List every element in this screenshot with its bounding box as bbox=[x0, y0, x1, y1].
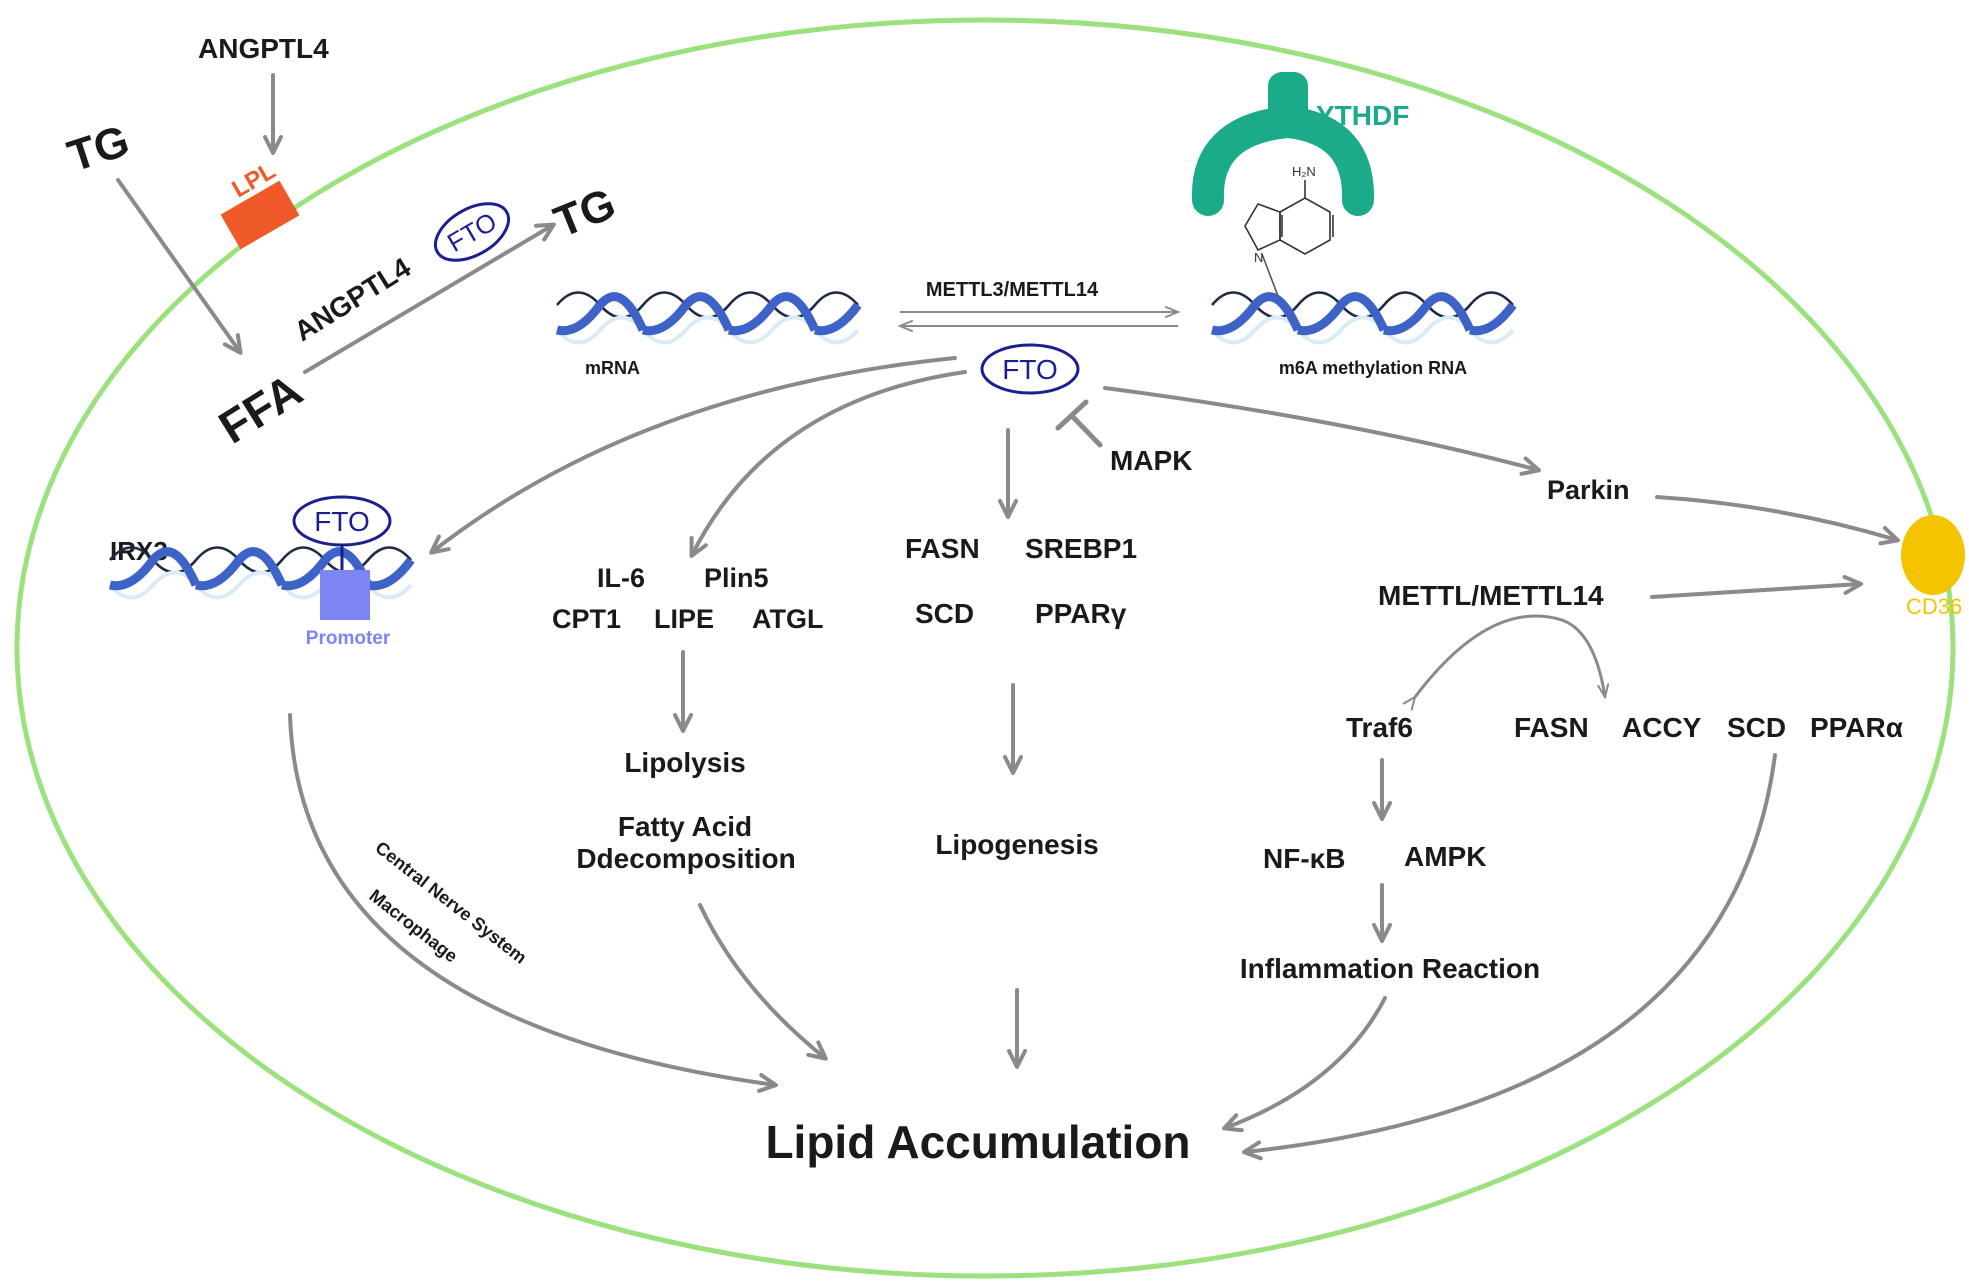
lipolysis-label: Lipolysis bbox=[624, 747, 745, 778]
fto-eraser-label: FTO bbox=[1002, 354, 1057, 385]
fto-promoter-label: FTO bbox=[314, 506, 369, 537]
ampk-label: AMPK bbox=[1404, 841, 1486, 872]
ffa-label: FFA bbox=[210, 363, 311, 453]
right-gene-accy: ACCY bbox=[1622, 712, 1702, 743]
angptl4-top-label: ANGPTL4 bbox=[198, 33, 329, 64]
m6a-rna-label: m6A methylation RNA bbox=[1279, 358, 1467, 378]
lipogenesis-gene-srebp1: SREBP1 bbox=[1025, 533, 1137, 564]
adenine-nh2-label: H₂N bbox=[1292, 164, 1316, 179]
lipogenesis-gene-ppargamma: PPARγ bbox=[1035, 598, 1127, 629]
promoter-box bbox=[320, 570, 370, 620]
angptl4-cycle-label: ANGPTL4 bbox=[289, 251, 417, 347]
parkin-label: Parkin bbox=[1547, 475, 1630, 505]
right-gene-scd: SCD bbox=[1727, 712, 1786, 743]
mapk-label: MAPK bbox=[1110, 445, 1192, 476]
lipolysis-gene-cpt1: CPT1 bbox=[552, 604, 621, 634]
fto-eraser-badge bbox=[980, 343, 1080, 395]
cell-membrane bbox=[14, 17, 1956, 1279]
traf6-label: Traf6 bbox=[1346, 712, 1413, 743]
lipolysis-to-lipid-arrow bbox=[698, 903, 828, 1061]
tg-to-ffa-arrow bbox=[116, 178, 243, 355]
fto-to-irx3-arrow bbox=[429, 356, 957, 555]
parkin-to-cd36-arrow bbox=[1655, 495, 1900, 546]
ythdf-label: YTHDF bbox=[1316, 100, 1409, 131]
lipolysis-gene-plin5: Plin5 bbox=[704, 563, 769, 593]
mettl-bidirectional-arc bbox=[1402, 614, 1610, 711]
adenine-n-label: N bbox=[1254, 250, 1263, 265]
m6a-rna-helix bbox=[1210, 291, 1517, 345]
fto-cycle-badge: FTO bbox=[434, 202, 510, 262]
cd36-label: CD36 bbox=[1906, 594, 1962, 619]
lipolysis-gene-il6: IL-6 bbox=[597, 563, 645, 593]
lpl-receptor bbox=[220, 180, 300, 250]
decomposition-label: Ddecomposition bbox=[576, 843, 795, 874]
fto-promoter-badge bbox=[292, 495, 392, 547]
mettl3-mettl14-label: METTL3/METTL14 bbox=[926, 279, 1099, 301]
tg-right-label: TG bbox=[547, 179, 622, 247]
fto-to-lipolysis-genes-arrow bbox=[689, 370, 967, 558]
lipogenesis-gene-fasn: FASN bbox=[905, 533, 980, 564]
lipolysis-gene-lipe: LIPE bbox=[654, 604, 714, 634]
mrna-label: mRNA bbox=[585, 358, 640, 378]
lipid-accumulation-label: Lipid Accumulation bbox=[765, 1116, 1190, 1168]
mettl-mettl14-label: METTL/METTL14 bbox=[1378, 580, 1604, 611]
nfkb-label: NF-κB bbox=[1263, 843, 1345, 874]
mapk-inhibition-bar bbox=[1055, 399, 1089, 431]
mettl-to-cd36-arrow bbox=[1650, 574, 1863, 599]
mapk-inhibition-line bbox=[1069, 413, 1103, 448]
lipolysis-gene-atgl: ATGL bbox=[752, 604, 823, 634]
tg-left-label: TG bbox=[62, 116, 135, 181]
ythdf-reader-protein bbox=[1191, 72, 1375, 216]
right-gene-pparalpha: PPARα bbox=[1810, 712, 1903, 743]
irx3-to-lipid-arrow bbox=[288, 713, 778, 1093]
inflammation-to-lipid-arrow bbox=[1222, 996, 1387, 1133]
lipogenesis-gene-scd: SCD bbox=[915, 598, 974, 629]
lipogenesis-label: Lipogenesis bbox=[935, 829, 1098, 860]
fatty-acid-label: Fatty Acid bbox=[618, 811, 752, 842]
inflammation-reaction-label: Inflammation Reaction bbox=[1240, 953, 1540, 984]
right-gene-fasn: FASN bbox=[1514, 712, 1589, 743]
promoter-label: Promoter bbox=[306, 628, 391, 649]
ffa-to-tg-arrow bbox=[303, 222, 556, 374]
right-genes-to-lipid-arrow bbox=[1242, 753, 1777, 1161]
fto-to-parkin-arrow bbox=[1103, 386, 1541, 476]
adenine-structure bbox=[1244, 180, 1334, 297]
mrna-helix bbox=[555, 291, 862, 345]
cd36-receptor bbox=[1901, 515, 1965, 595]
